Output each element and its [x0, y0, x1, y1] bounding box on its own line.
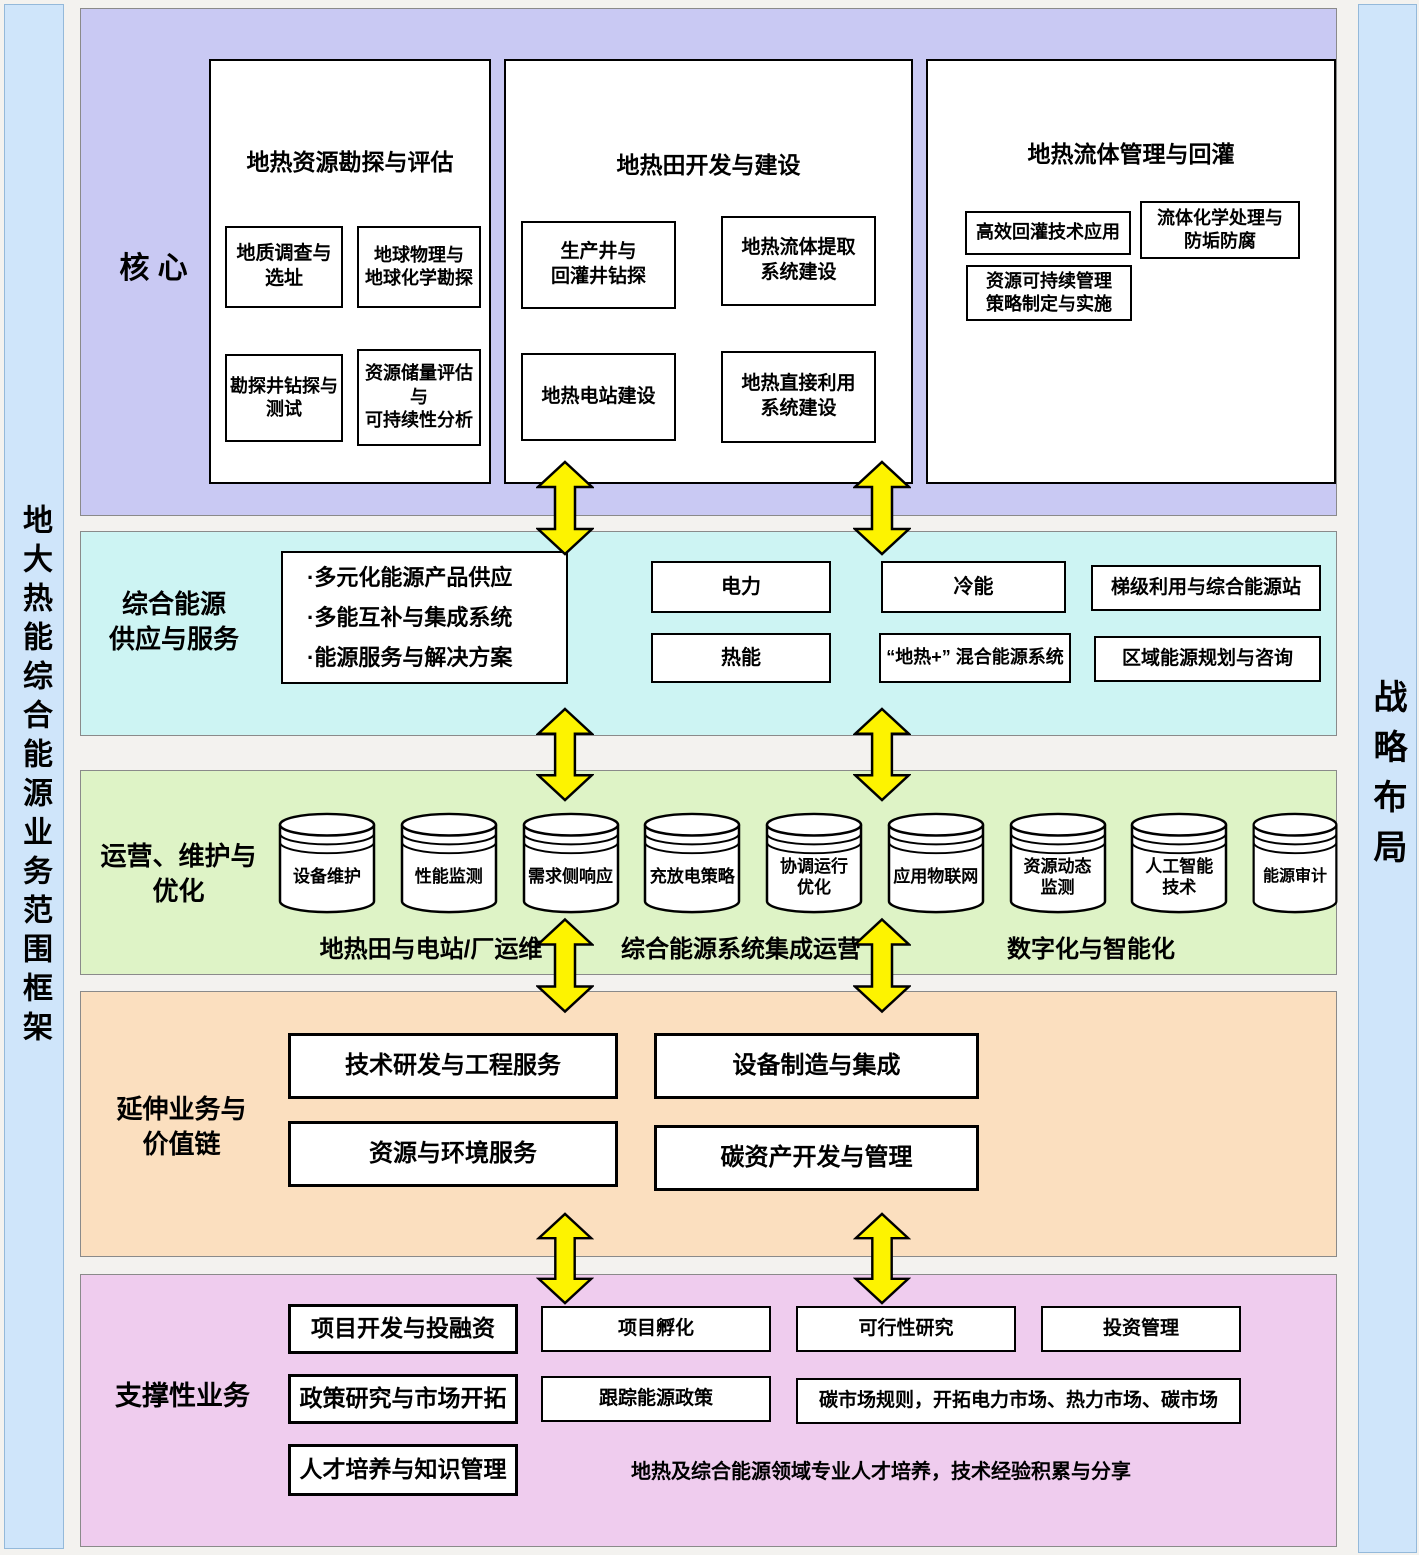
cylinder-label: 性能监测	[414, 867, 483, 887]
cylinder-row: 设备维护 性能监测 需求侧响应	[277, 811, 1339, 919]
extension-box: 技术研发与工程服务	[288, 1033, 618, 1099]
energy-bullet: ·多元化能源产品供应	[307, 564, 513, 590]
core-item: 资源储量评估 与 可持续性分析	[357, 349, 481, 446]
band-operations-label: 运营、维护与 优化	[100, 841, 257, 907]
energy-bullets-box: ·多元化能源产品供应 ·多能互补与集成系统 ·能源服务与解决方案	[281, 551, 568, 684]
band-core-label: 核 心	[119, 252, 188, 285]
support-box: 投资管理	[1041, 1306, 1241, 1352]
operations-group-label: 综合能源系统集成运营	[621, 936, 861, 963]
energy-box: 电力	[651, 561, 831, 613]
database-cylinder: 能源审计	[1251, 811, 1339, 917]
cylinder-icon	[400, 812, 497, 914]
core-exploration-title: 地热资源勘探与评估	[246, 149, 454, 175]
left-title-bar: 地大热能综合能源业务范围框架	[4, 4, 64, 1549]
support-box: 跟踪能源政策	[541, 1376, 771, 1422]
core-development-title: 地热田开发与建设	[616, 152, 801, 178]
support-box: 项目开发与投融资	[288, 1304, 518, 1354]
database-cylinder: 应用物联网	[886, 811, 986, 917]
cylinder-label: 设备维护	[293, 867, 361, 887]
support-box: 政策研究与市场开拓	[288, 1374, 518, 1424]
database-cylinder: 资源动态 监测	[1008, 811, 1108, 917]
double-arrow-icon	[536, 460, 594, 556]
energy-box: 梯级利用与综合能源站	[1091, 565, 1321, 611]
support-box: 碳市场规则，开拓电力市场、热力市场、碳市场	[796, 1378, 1241, 1424]
operations-group-label: 地热田与电站/厂运维	[319, 936, 543, 963]
core-item: 地热直接利用 系统建设	[721, 351, 876, 443]
core-exploration-panel: 地热资源勘探与评估 地质调查与 选址 地球物理与 地球化学勘探 勘探井钻探与 测…	[209, 59, 491, 484]
cylinder-icon	[522, 812, 619, 914]
band-energy: 综合能源 供应与服务 ·多元化能源产品供应 ·多能互补与集成系统 ·能源服务与解…	[80, 531, 1337, 736]
core-item: 高效回灌技术应用	[965, 211, 1131, 255]
cylinder-icon	[765, 812, 863, 914]
band-energy-label: 综合能源 供应与服务	[108, 589, 239, 655]
double-arrow-icon	[853, 460, 911, 556]
double-arrow-icon	[536, 707, 594, 802]
right-title: 战略布局	[1368, 678, 1406, 879]
core-item: 地热流体提取 系统建设	[721, 216, 876, 306]
energy-box: “地热+” 混合能源系统	[879, 633, 1071, 683]
core-item: 流体化学处理与 防垢防腐	[1140, 201, 1300, 259]
support-box: 人才培养与知识管理	[288, 1444, 518, 1496]
core-fluid-title: 地热流体管理与回灌	[1027, 141, 1235, 167]
extension-box: 资源与环境服务	[288, 1121, 618, 1187]
core-item: 地热电站建设	[521, 353, 676, 441]
cylinder-label: 需求侧响应	[528, 867, 613, 887]
double-arrow-icon	[853, 707, 911, 802]
cylinder-icon	[644, 812, 741, 914]
cylinder-label: 协调运行 优化	[780, 856, 848, 897]
cylinder-icon	[1131, 812, 1228, 914]
database-cylinder: 协调运行 优化	[764, 811, 864, 917]
core-item: 生产井与 回灌井钻探	[521, 221, 676, 309]
support-box: 可行性研究	[796, 1306, 1016, 1352]
core-item: 勘探井钻探与 测试	[225, 354, 343, 442]
band-support: 支撑性业务 项目开发与投融资 项目孵化 可行性研究 投资管理 政策研究与市场开拓…	[80, 1274, 1337, 1547]
extension-box: 设备制造与集成	[654, 1033, 979, 1099]
band-core: 核 心 地热资源勘探与评估 地质调查与 选址 地球物理与 地球化学勘探 勘探井钻…	[80, 8, 1337, 516]
energy-box: 热能	[651, 633, 831, 683]
band-operations: 运营、维护与 优化 设备维护 性能监测	[80, 770, 1339, 975]
operations-group-label: 数字化与智能化	[1007, 936, 1175, 963]
core-item: 资源可持续管理 策略制定与实施	[966, 265, 1132, 321]
cylinder-icon	[887, 812, 984, 914]
support-note: 地热及综合能源领域专业人才培养，技术经验积累与分享	[631, 1461, 1131, 1483]
double-arrow-icon	[536, 1212, 594, 1305]
cylinder-label: 能源审计	[1262, 868, 1327, 885]
database-cylinder: 充放电策略	[642, 811, 742, 917]
band-extension: 延伸业务与 价值链 技术研发与工程服务 设备制造与集成 资源与环境服务 碳资产开…	[80, 991, 1337, 1257]
energy-bullet: ·多能互补与集成系统	[307, 604, 513, 630]
double-arrow-icon	[536, 917, 594, 1014]
database-cylinder: 性能监测	[399, 811, 499, 917]
cylinder-icon	[1252, 812, 1338, 914]
cylinder-label: 资源动态 监测	[1023, 856, 1092, 897]
cylinder-label: 应用物联网	[893, 867, 979, 887]
left-title: 地大热能综合能源业务范围框架	[18, 503, 51, 1050]
cylinder-icon	[278, 812, 376, 914]
core-item: 地球物理与 地球化学勘探	[357, 226, 481, 308]
band-extension-label: 延伸业务与 价值链	[116, 1094, 247, 1160]
core-item: 地质调查与 选址	[225, 226, 343, 308]
database-cylinder: 设备维护	[277, 811, 377, 917]
energy-box: 区域能源规划与咨询	[1094, 636, 1321, 682]
double-arrow-icon	[853, 1212, 911, 1305]
cylinder-label: 人工智能 技术	[1145, 856, 1214, 897]
cylinder-label: 充放电策略	[649, 867, 735, 887]
extension-box: 碳资产开发与管理	[654, 1125, 979, 1191]
database-cylinder: 需求侧响应	[521, 811, 621, 917]
energy-bullet: ·能源服务与解决方案	[307, 644, 513, 670]
band-support-label: 支撑性业务	[115, 1381, 250, 1411]
core-development-panel: 地热田开发与建设 生产井与 回灌井钻探 地热流体提取 系统建设 地热电站建设 地…	[504, 59, 913, 484]
cylinder-icon	[1009, 812, 1106, 914]
double-arrow-icon	[853, 917, 911, 1014]
support-box: 项目孵化	[541, 1306, 771, 1352]
database-cylinder: 人工智能 技术	[1129, 811, 1229, 917]
energy-box: 冷能	[881, 561, 1066, 613]
right-title-bar: 战略布局	[1358, 4, 1417, 1553]
core-fluid-panel: 地热流体管理与回灌 高效回灌技术应用 流体化学处理与 防垢防腐 资源可持续管理 …	[926, 59, 1336, 484]
